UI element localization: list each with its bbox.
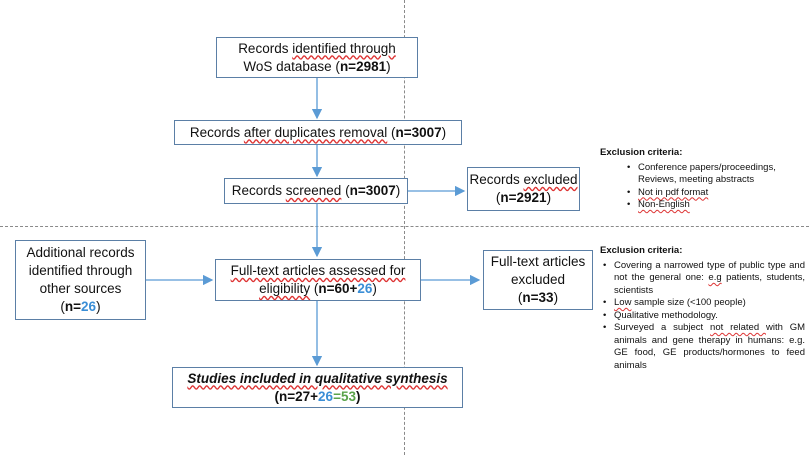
included-total: =53 [333,388,356,404]
exclusion-criteria-eligibility: Exclusion criteria: Covering a narrowed … [600,245,805,372]
additional-count: 26 [81,299,97,314]
fulltext-excluded-box: Full-text articles excluded (n=33) [483,250,593,310]
records-excluded-box: Records excluded (n=2921) [467,167,580,211]
ft-excluded-count: n=33 [522,290,554,305]
records-identified-box: Records identified through WoS database … [216,37,418,78]
exclusion-criteria-screening: Exclusion criteria: Conference papers/pr… [600,147,805,212]
screened-count: n=3007 [349,183,396,198]
excluded-count: n=2921 [500,190,547,205]
identified-count: n=2981 [339,58,387,74]
after-dup-count: n=3007 [395,124,442,140]
records-screened-box: Records screened (n=3007) [224,178,408,204]
criteria2-item: Low sample size (<100 people) [600,297,805,310]
additional-records-box: Additional records identified through ot… [15,240,146,320]
criteria2-item: Covering a narrowed type of public type … [600,260,805,298]
studies-included-box: Studies included in qualitative synthesi… [172,367,463,408]
fulltext-assessed-box: Full-text articles assessed for eligibil… [215,259,421,301]
criteria1-item: Non-English [624,199,805,212]
records-after-duplicates-box: Records after duplicates removal (n=3007… [174,120,462,145]
criteria2-item: Qualitative methodology. [600,310,805,323]
criteria2-item: Surveyed a subject not related with GM a… [600,322,805,372]
fulltext-additional-count: 26 [357,281,373,296]
vertical-dashed-divider [404,0,405,455]
criteria1-item: Not in pdf format [624,187,805,200]
criteria1-item: Conference papers/proceedings, Reviews, … [624,162,805,187]
horizontal-dashed-divider [0,226,809,227]
